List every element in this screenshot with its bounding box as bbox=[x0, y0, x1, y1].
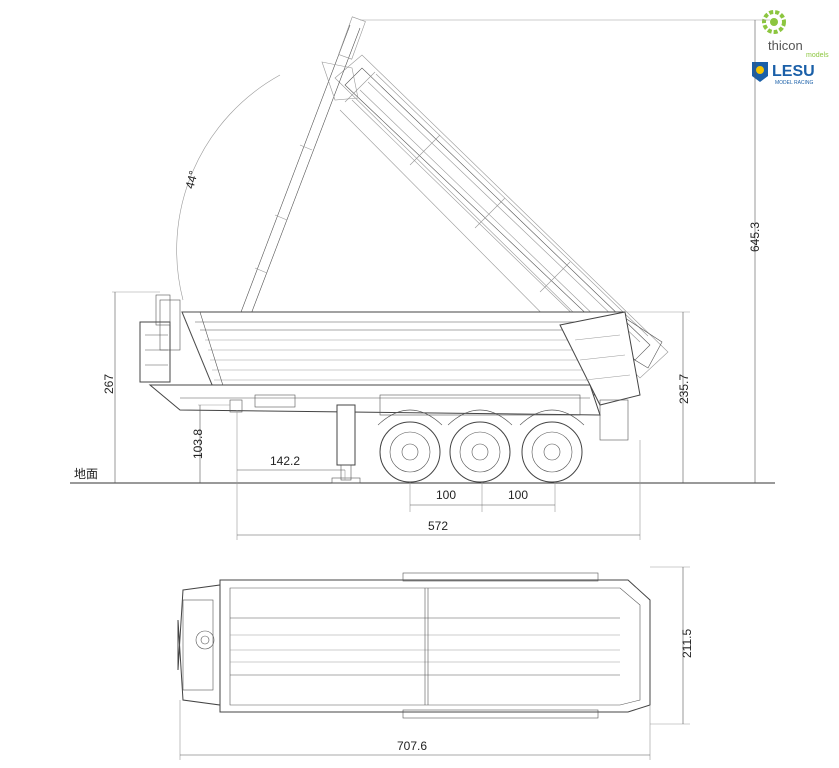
wheelbase-label: 572 bbox=[428, 519, 448, 533]
gear-icon bbox=[762, 10, 786, 34]
top-width-label: 211.5 bbox=[680, 629, 694, 658]
axle-spacing-1-label: 100 bbox=[436, 488, 456, 502]
lesu-name: LESU bbox=[772, 63, 815, 80]
wheel-1 bbox=[379, 421, 441, 483]
wheel-2 bbox=[449, 421, 511, 483]
thicon-sub: models bbox=[806, 52, 829, 59]
tilt-angle-label: 44° bbox=[182, 169, 200, 190]
side-view: 44° bbox=[70, 16, 775, 540]
front-height-label: 267 bbox=[102, 374, 116, 394]
box-height-label: 235.7 bbox=[677, 374, 691, 404]
tilted-dump-body bbox=[334, 54, 669, 379]
lesu-logo: LESU MODEL RACING bbox=[752, 62, 815, 86]
landing-leg bbox=[331, 404, 361, 484]
total-height-label: 645.3 bbox=[748, 222, 762, 252]
chassis-frame bbox=[148, 384, 629, 441]
top-view: 211.5 707.6 bbox=[177, 566, 694, 760]
tilt-angle-arc bbox=[176, 74, 281, 301]
thicon-name: thicon bbox=[768, 38, 803, 53]
hitch-height-label: 103.8 bbox=[191, 429, 205, 459]
lesu-sub: MODEL RACING bbox=[775, 80, 814, 86]
wheel-3 bbox=[521, 421, 583, 483]
side-dimension-lines bbox=[112, 19, 770, 540]
kingpin-to-leg-label: 142.2 bbox=[270, 454, 300, 468]
axle-spacing-2-label: 100 bbox=[508, 488, 528, 502]
hydraulic-cylinder-extended bbox=[237, 16, 366, 323]
wheels bbox=[377, 409, 585, 483]
dump-body-lowered bbox=[181, 311, 641, 406]
kingpin-icon bbox=[195, 630, 215, 650]
thicon-logo: thicon models bbox=[762, 10, 829, 59]
total-length-label: 707.6 bbox=[397, 739, 427, 753]
ground-label: 地面 bbox=[74, 467, 98, 481]
front-platform bbox=[139, 294, 181, 383]
